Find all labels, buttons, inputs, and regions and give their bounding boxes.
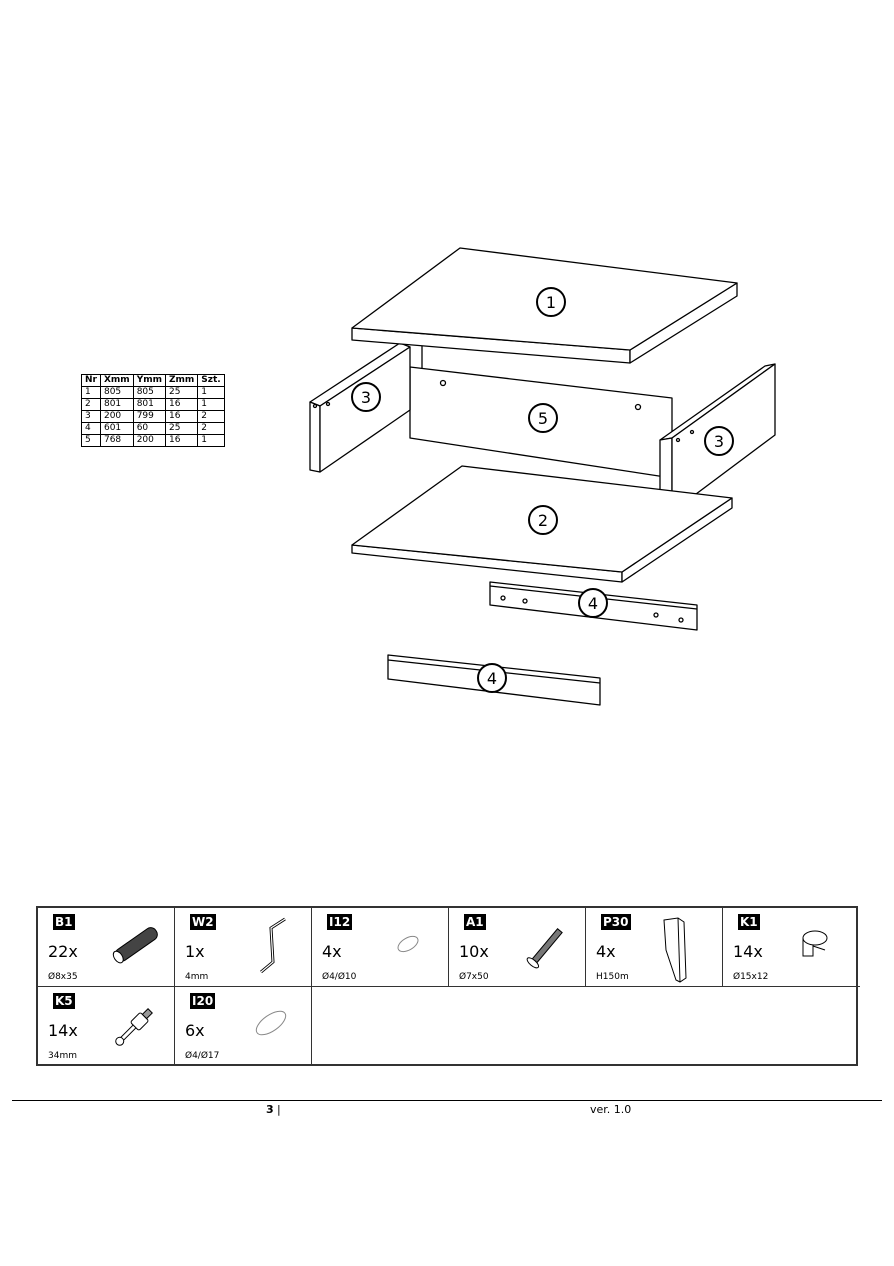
part-label: 3 xyxy=(714,432,724,451)
hardware-dim: Ø4/Ø10 xyxy=(322,972,357,982)
hardware-item-i12: I12 4x Ø4/Ø10 xyxy=(312,908,449,987)
hardware-dim: 34mm xyxy=(48,1051,77,1061)
hardware-item-w2: W2 1x 4mm xyxy=(175,908,312,987)
dowel-icon xyxy=(112,927,158,964)
part-label: 5 xyxy=(538,409,548,428)
hardware-qty: 4x xyxy=(322,942,342,961)
cap-icon xyxy=(397,935,419,953)
hardware-qty: 10x xyxy=(459,942,489,961)
hardware-qty: 4x xyxy=(596,942,616,961)
hardware-qty: 6x xyxy=(185,1021,205,1040)
cell: 2 xyxy=(81,398,101,411)
hardware-dim: Ø15x12 xyxy=(733,972,769,982)
page-separator: | xyxy=(277,1103,281,1116)
cell: 1 xyxy=(197,434,225,447)
hardware-item-k1: K1 14x Ø15x12 xyxy=(723,908,860,987)
hardware-item-p30: P30 4x H150m xyxy=(586,908,723,987)
hardware-dim: Ø8x35 xyxy=(48,972,78,982)
cam-lock-icon xyxy=(802,930,828,957)
hardware-dim: Ø7x50 xyxy=(459,972,489,982)
part-label: 3 xyxy=(361,388,371,407)
footer-divider xyxy=(12,1100,882,1101)
part-label: 1 xyxy=(546,293,556,312)
hardware-dim: 4mm xyxy=(185,972,209,982)
hardware-code: B1 xyxy=(53,914,75,930)
hardware-code: A1 xyxy=(464,914,486,930)
hardware-item-a1: A1 10x Ø7x50 xyxy=(449,908,586,987)
hardware-dim: H150m xyxy=(596,972,629,982)
table-header-row: Nr Xmm Ymm Zmm Szt. xyxy=(81,374,225,387)
hardware-code: I20 xyxy=(190,993,216,1009)
hardware-list: B1 22x Ø8x35 W2 1x 4mm I12 4x Ø4/Ø10 A1 … xyxy=(36,906,860,1066)
page-number: 3 xyxy=(266,1103,274,1116)
screw-icon xyxy=(526,928,563,969)
part-label: 2 xyxy=(538,511,548,530)
hardware-qty: 22x xyxy=(48,942,78,961)
cell: 5 xyxy=(81,434,101,447)
hardware-code: P30 xyxy=(601,914,631,930)
hardware-qty: 14x xyxy=(733,942,763,961)
exploded-assembly-drawing: 1 3 5 3 2 4 4 xyxy=(309,247,776,706)
hardware-code: I12 xyxy=(327,914,353,930)
hardware-qty: 14x xyxy=(48,1021,78,1040)
cam-bolt-icon xyxy=(115,1008,153,1046)
cell: 4 xyxy=(81,422,101,435)
cell: 16 xyxy=(164,434,199,447)
hardware-code: K1 xyxy=(738,914,760,930)
large-cap-icon xyxy=(255,1010,287,1036)
version-label: ver. 1.0 xyxy=(590,1103,632,1116)
part-labels: 1 3 5 3 2 4 4 xyxy=(351,287,734,693)
hardware-dim: Ø4/Ø17 xyxy=(185,1051,220,1061)
hardware-code: K5 xyxy=(53,993,75,1009)
leg-icon xyxy=(663,917,687,983)
part-label: 4 xyxy=(588,594,598,613)
hardware-item-i20: I20 6x Ø4/Ø17 xyxy=(175,987,312,1066)
hardware-code: W2 xyxy=(190,914,216,930)
allen-key-icon xyxy=(260,917,286,974)
hardware-qty: 1x xyxy=(185,942,205,961)
part-label: 4 xyxy=(487,669,497,688)
hardware-item-k5: K5 14x 34mm xyxy=(38,987,175,1066)
hardware-item-b1: B1 22x Ø8x35 xyxy=(38,908,175,987)
